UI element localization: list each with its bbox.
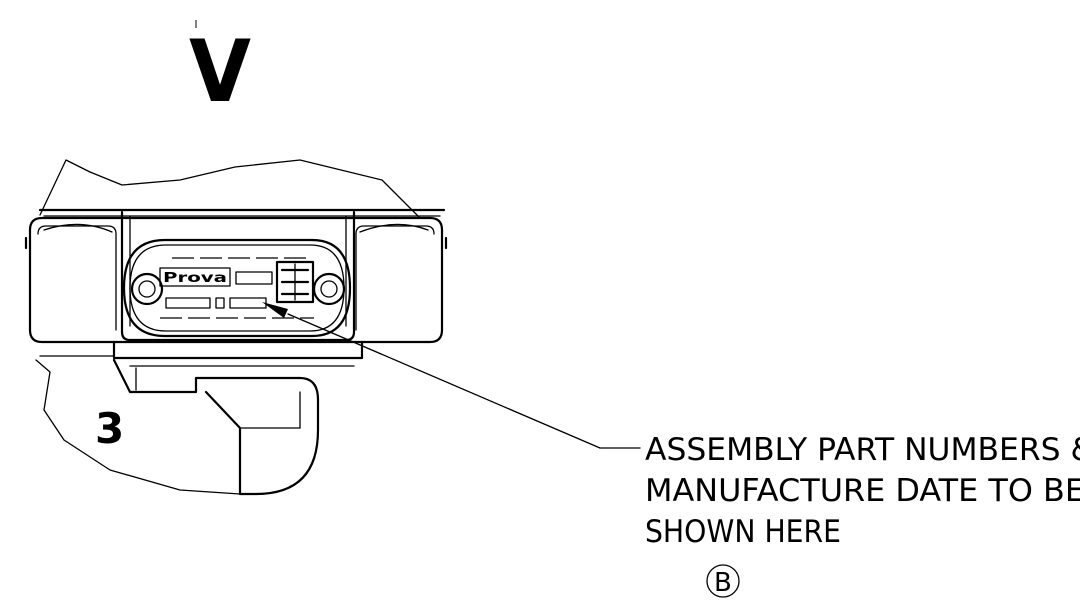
end-cap-right-curve	[359, 223, 429, 233]
plate-field-lower-1	[165, 297, 211, 309]
end-cap-right	[355, 225, 435, 331]
plate-field-lower-3	[229, 297, 267, 309]
revision-marker-circle	[706, 564, 740, 598]
end-cap-left-curve	[43, 223, 113, 233]
lower-flange	[112, 340, 364, 360]
leader-arrowhead	[262, 302, 288, 318]
view-label: V	[189, 22, 251, 122]
label-plate	[122, 238, 352, 338]
plate-brand-box	[159, 267, 231, 287]
screw-right-outer	[312, 272, 346, 306]
note-line-3: SHOWN HERE	[645, 514, 841, 550]
label-plate-inner	[129, 244, 345, 332]
bracket-break-outline	[35, 359, 241, 495]
recess-panel	[120, 210, 356, 342]
break-line-top	[39, 159, 421, 219]
screw-left-outer	[130, 272, 164, 306]
plate-field-lower-2	[215, 297, 225, 309]
screw-left-inner	[138, 280, 156, 298]
item-number: 3	[95, 404, 124, 453]
plate-brand: Prova	[163, 271, 227, 286]
screw-right-inner	[320, 280, 338, 298]
note-line-2: MANUFACTURE DATE TO BE	[645, 473, 1080, 509]
plate-field-box	[235, 271, 273, 285]
leader-line	[287, 313, 601, 449]
plate-qr-code	[275, 260, 315, 304]
bracket-body	[112, 358, 320, 496]
revision-marker: B	[714, 568, 732, 598]
note-line-1: ASSEMBLY PART NUMBERS &	[645, 432, 1080, 468]
housing-body	[28, 216, 444, 344]
end-cap-left	[37, 225, 117, 331]
